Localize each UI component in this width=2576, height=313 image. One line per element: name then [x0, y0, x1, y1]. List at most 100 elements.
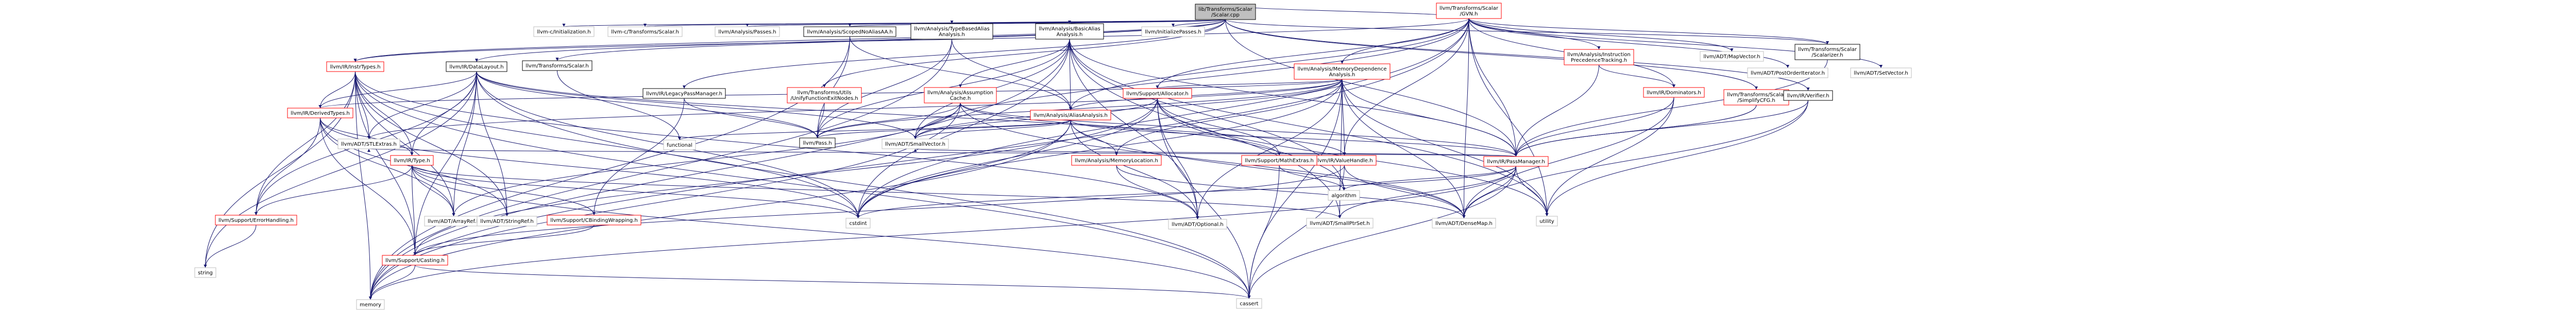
- node-ir-type[interactable]: llvm/IR/Type.h: [390, 155, 434, 166]
- edge-gvn-to-scalarizer: [1468, 18, 1829, 45]
- node-string[interactable]: string: [194, 267, 216, 278]
- node-box: [382, 255, 448, 266]
- node-label: functional: [667, 143, 692, 148]
- edge-ir-derivedtypes-to-ir-type: [320, 117, 414, 156]
- node-label: llvm/ADT/SmallPtrSet.h: [1310, 221, 1369, 227]
- edge-verifier-to-adt-densemap: [1462, 100, 1808, 219]
- edge-aa-to-memloc: [1070, 119, 1118, 156]
- node-t-scalar[interactable]: llvm/Transforms/Scalar.h: [522, 60, 592, 71]
- node-adt-smallptrset[interactable]: llvm/ADT/SmallPtrSet.h: [1306, 218, 1374, 229]
- edge-root-to-t-scalar: [555, 19, 1226, 61]
- node-verifier[interactable]: llvm/IR/Verifier.h: [1783, 90, 1833, 101]
- edge-ir-type-to-adt-arrayref: [412, 165, 455, 217]
- node-algorithm[interactable]: algorithm: [1328, 190, 1360, 201]
- node-c-init[interactable]: llvm-c/Initialization.h: [533, 26, 595, 37]
- node-memloc[interactable]: llvm/Analysis/MemoryLocation.h: [1071, 155, 1162, 166]
- node-label: llvm/Analysis/BasicAlias: [1039, 26, 1100, 32]
- node-box: [1564, 49, 1634, 65]
- edge-ir-type-to-errorhandling: [255, 165, 412, 216]
- node-box: [803, 26, 896, 37]
- node-gvn[interactable]: llvm/Transforms/Scalar/GVN.h: [1436, 3, 1502, 19]
- node-adt-smallvector[interactable]: llvm/ADT/SmallVector.h: [882, 138, 949, 149]
- node-label: Analysis.h: [1329, 72, 1355, 78]
- edge-gvn-to-cstdint: [856, 18, 1469, 219]
- node-adt-arrayref[interactable]: llvm/ADT/ArrayRef.h: [424, 216, 483, 227]
- node-box: [845, 218, 871, 229]
- edge-ir-insttypes-to-adt-stlextras: [355, 71, 370, 140]
- node-box: [1294, 63, 1391, 80]
- edge-ir-passmanager-to-memory: [369, 166, 1516, 300]
- node-adt-postorder[interactable]: llvm/ADT/PostOrderIterator.h: [1747, 67, 1828, 78]
- edge-ir-datalayout-to-string: [204, 71, 477, 268]
- node-legacy-pm[interactable]: llvm/IR/LegacyPassManager.h: [642, 88, 726, 99]
- node-ir-insttypes[interactable]: llvm/IR/InstrTypes.h: [326, 61, 384, 72]
- node-adt-mapvector[interactable]: llvm/ADT/MapVector.h: [1700, 51, 1764, 62]
- edge-ac-to-memory: [369, 102, 961, 300]
- node-adt-setvector[interactable]: llvm/ADT/SetVector.h: [1850, 67, 1912, 78]
- edge-ir-datalayout-to-pass-h: [476, 71, 819, 138]
- node-utils-unify[interactable]: llvm/Transforms/Utils/UnifyFunctionExitN…: [787, 87, 862, 103]
- node-ipt[interactable]: llvm/Analysis/InstructionPrecedenceTrack…: [1564, 49, 1634, 65]
- edge-allocator-to-mathextras: [1157, 98, 1281, 156]
- node-allocator[interactable]: llvm/Support/Allocator.h: [1123, 88, 1192, 99]
- node-box: [1123, 88, 1192, 99]
- node-memory[interactable]: memory: [356, 299, 385, 310]
- node-utility[interactable]: utility: [1536, 216, 1558, 227]
- node-box: [547, 215, 641, 225]
- node-mathextras[interactable]: llvm/Support/MathExtras.h: [1241, 155, 1317, 166]
- node-label: PrecedenceTracking.h: [1571, 58, 1627, 63]
- node-label: llvm/InitializePasses.h: [1145, 29, 1201, 35]
- node-dominators[interactable]: llvm/IR/Dominators.h: [1643, 87, 1705, 98]
- edge-memdep-to-adt-densemap: [1342, 79, 1466, 219]
- edge-ir-insttypes-to-errorhandling: [255, 71, 355, 216]
- edge-memloc-to-adt-optional: [1116, 165, 1199, 220]
- node-valuehandle[interactable]: llvm/IR/ValueHandle.h: [1312, 155, 1377, 166]
- edge-gvn-to-ir-passmanager: [1468, 18, 1518, 157]
- node-adt-stringref[interactable]: llvm/ADT/StringRef.h: [477, 216, 537, 227]
- node-aa[interactable]: llvm/Analysis/AliasAnalysis.h: [1030, 110, 1111, 120]
- node-box: [522, 60, 592, 71]
- node-label: llvm/Analysis/ScopedNoAliasAA.h: [807, 29, 893, 35]
- edge-ir-insttypes-to-cassert: [355, 71, 1251, 299]
- edge-ir-passmanager-to-cassert: [1247, 166, 1516, 299]
- edge-memdep-to-pass-h: [816, 79, 1343, 138]
- node-ir-derivedtypes[interactable]: llvm/IR/DerivedTypes.h: [287, 108, 353, 118]
- edge-memdep-to-ir-passmanager: [1342, 79, 1518, 157]
- node-label: llvm/Analysis/AliasAnalysis.h: [1033, 113, 1108, 118]
- node-functional[interactable]: functional: [663, 140, 696, 150]
- node-label: llvm/IR/InstrTypes.h: [330, 64, 380, 70]
- node-scoped-noalias[interactable]: llvm/Analysis/ScopedNoAliasAA.h: [803, 26, 896, 37]
- edge-tbaa-to-pass-h: [816, 39, 952, 138]
- node-label: llvm/Analysis/Passes.h: [718, 29, 776, 35]
- node-ir-passmanager[interactable]: llvm/IR/PassManager.h: [1483, 156, 1549, 167]
- node-simplifycfg[interactable]: llvm/Transforms/Scalar/SimplifyCFG.h: [1723, 89, 1789, 106]
- node-box: [287, 108, 353, 118]
- node-errorhandling[interactable]: llvm/Support/ErrorHandling.h: [215, 215, 297, 225]
- node-box: [924, 87, 997, 103]
- node-init-passes[interactable]: llvm/InitializePasses.h: [1141, 26, 1205, 37]
- node-box: [882, 138, 949, 149]
- node-a-passes[interactable]: llvm/Analysis/Passes.h: [715, 26, 780, 37]
- node-box: [1141, 26, 1205, 37]
- node-label: utility: [1539, 219, 1554, 224]
- node-root[interactable]: lib/Transforms/Scalar/Scalar.cpp: [1195, 4, 1256, 20]
- node-adt-stlextras[interactable]: llvm/ADT/STLExtras.h: [337, 138, 400, 149]
- node-adt-densemap[interactable]: llvm/ADT/DenseMap.h: [1432, 218, 1496, 229]
- node-cbinding[interactable]: llvm/Support/CBindingWrapping.h: [547, 215, 641, 225]
- node-casting[interactable]: llvm/Support/Casting.h: [382, 255, 448, 266]
- edge-ir-insttypes-to-ir-derivedtypes: [318, 71, 355, 109]
- node-ir-datalayout[interactable]: llvm/IR/DataLayout.h: [446, 61, 507, 72]
- edge-t-scalar-to-functional: [557, 70, 681, 141]
- node-cstdint[interactable]: cstdint: [845, 218, 871, 229]
- edge-ir-passmanager-to-utility: [1516, 166, 1549, 217]
- node-scalarizer[interactable]: llvm/Transforms/Scalar/Scalarizer.h: [1794, 44, 1860, 60]
- node-c-scalar[interactable]: llvm-c/Transforms/Scalar.h: [607, 26, 683, 37]
- node-pass-h[interactable]: llvm/Pass.h: [799, 137, 836, 148]
- node-cassert[interactable]: cassert: [1236, 298, 1262, 309]
- node-adt-optional[interactable]: llvm/ADT/Optional.h: [1168, 219, 1227, 230]
- edge-gvn-to-valuehandle: [1343, 18, 1469, 156]
